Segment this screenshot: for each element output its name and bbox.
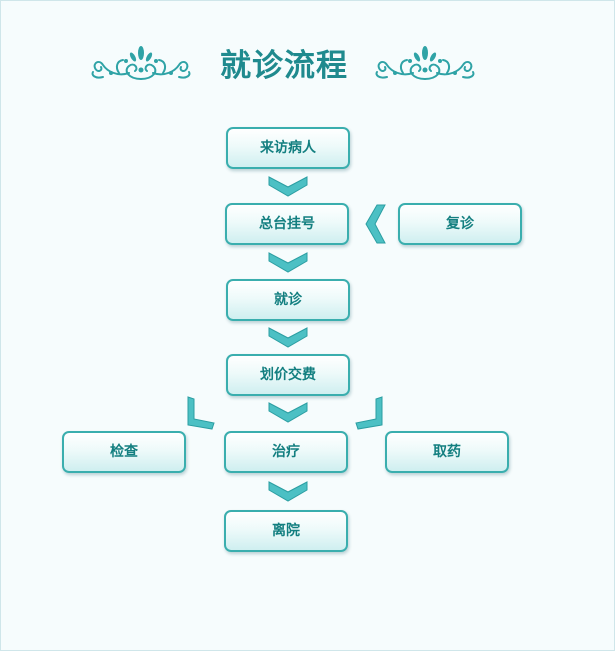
chevron-down-icon [268,252,308,273]
chevron-down-icon [268,327,308,348]
chevron-down-icon [268,481,308,502]
node-billing: 划价交费 [226,354,350,396]
chevron-left-icon [365,204,386,244]
node-pharmacy: 取药 [385,431,509,473]
node-revisit: 复诊 [398,203,522,245]
ornament-right-icon [375,46,475,80]
chevron-down-right-icon [355,396,383,430]
node-examine: 检查 [62,431,186,473]
node-consult: 就诊 [226,279,350,321]
chevron-down-icon [268,176,308,197]
chevron-down-icon [268,402,308,423]
node-register: 总台挂号 [225,203,349,245]
ornament-left-icon [91,46,191,80]
node-treatment: 治疗 [224,431,348,473]
node-discharge: 离院 [224,510,348,552]
page-title: 就诊流程 [220,48,348,84]
node-visit: 来访病人 [226,127,350,169]
chevron-down-left-icon [187,396,215,430]
